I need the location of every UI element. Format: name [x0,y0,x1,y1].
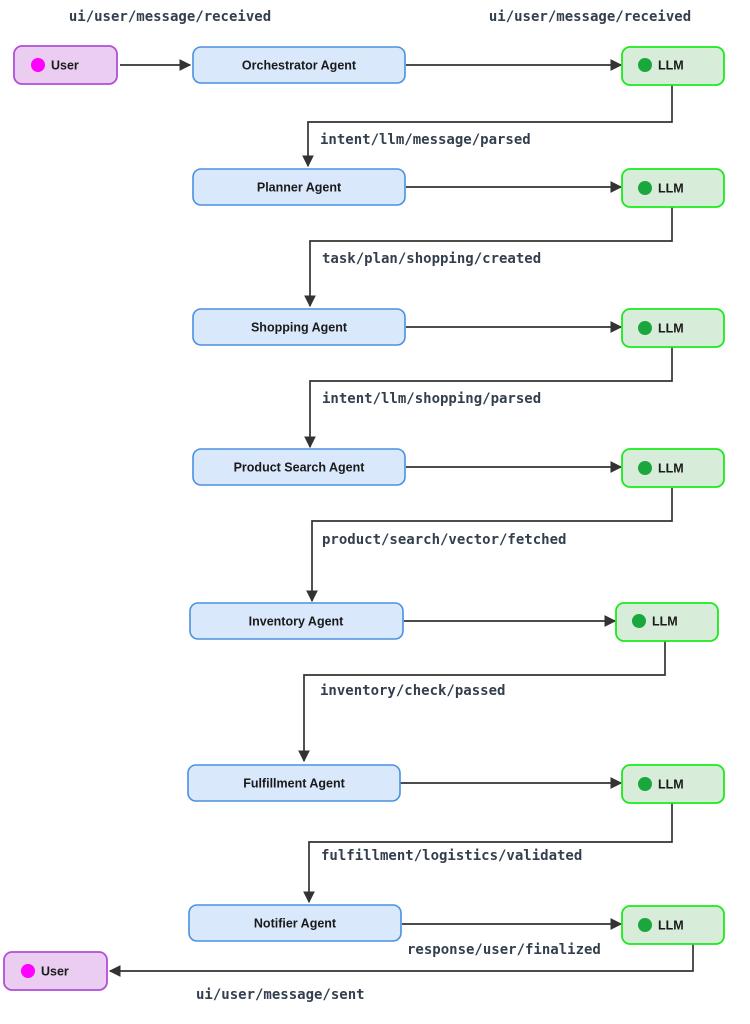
node-llm-3-label: LLM [658,321,684,335]
label-ui-user-message-received-right: ui/user/message/received [489,9,691,25]
node-llm-4-box[interactable] [621,448,725,488]
node-product-search-agent[interactable]: Product Search Agent [192,448,406,486]
node-user-bottom-box[interactable] [3,951,108,991]
node-shopping-agent-box[interactable] [192,308,406,346]
llm-dot-icon [638,58,652,72]
node-llm-6-label: LLM [658,777,684,791]
node-llm-2[interactable]: LLM [621,168,725,208]
node-llm-4[interactable]: LLM [621,448,725,488]
node-user-top[interactable]: User [13,45,118,85]
edge-llm7-to-user-bottom [108,944,694,977]
node-orchestrator-agent-box[interactable] [192,46,406,84]
node-llm-2-box[interactable] [621,168,725,208]
node-fulfillment-agent[interactable]: Fulfillment Agent [187,764,401,802]
node-shopping-agent-label: Shopping Agent [251,320,348,334]
node-user-top-box[interactable] [13,45,118,85]
node-llm-5-box[interactable] [615,602,719,642]
edge-llm4-to-inventory [306,488,673,603]
edge-llm5-to-fulfillment [298,641,666,763]
edge-label-intent-llm-shopping-parsed: intent/llm/shopping/parsed [322,391,541,407]
node-inventory-agent-label: Inventory Agent [249,614,345,628]
node-inventory-agent[interactable]: Inventory Agent [189,602,404,640]
edge-label-task-plan-shopping-created: task/plan/shopping/created [322,251,541,267]
node-fulfillment-agent-box[interactable] [187,764,401,802]
llm-dot-icon [638,918,652,932]
llm-dot-icon [638,181,652,195]
node-notifier-agent-label: Notifier Agent [254,916,337,930]
llm-dot-icon [638,321,652,335]
node-fulfillment-agent-label: Fulfillment Agent [243,776,345,790]
node-notifier-agent-box[interactable] [188,904,402,942]
node-shopping-agent[interactable]: Shopping Agent [192,308,406,346]
node-llm-5-label: LLM [652,614,678,628]
node-llm-3[interactable]: LLM [621,308,725,348]
edge-label-fulfillment-logistics-validated: fulfillment/logistics/validated [321,848,582,864]
edge-llm2-to-shopping [304,207,673,308]
edge-label-inventory-check-passed: inventory/check/passed [320,683,505,699]
llm-dot-icon [632,614,646,628]
node-llm-1-label: LLM [658,58,684,72]
node-orchestrator-agent-label: Orchestrator Agent [242,58,357,72]
user-dot-icon [21,964,35,978]
node-llm-7-label: LLM [658,918,684,932]
node-planner-agent[interactable]: Planner Agent [192,168,406,206]
node-llm-7[interactable]: LLM [621,905,725,945]
node-llm-3-box[interactable] [621,308,725,348]
node-product-search-agent-box[interactable] [192,448,406,486]
edge-label-intent-llm-message-parsed: intent/llm/message/parsed [320,132,531,148]
edge-label-response-user-finalized: response/user/finalized [407,942,601,958]
edge-llm1-to-planner [302,85,673,168]
node-planner-agent-label: Planner Agent [257,180,342,194]
node-llm-1[interactable]: LLM [621,46,725,86]
node-product-search-agent-label: Product Search Agent [234,460,366,474]
node-llm-1-box[interactable] [621,46,725,86]
node-orchestrator-agent[interactable]: Orchestrator Agent [192,46,406,84]
node-user-top-label: User [51,58,79,72]
node-planner-agent-box[interactable] [192,168,406,206]
node-notifier-agent[interactable]: Notifier Agent [188,904,402,942]
node-llm-2-label: LLM [658,181,684,195]
llm-dot-icon [638,777,652,791]
node-user-bottom[interactable]: User [3,951,108,991]
user-dot-icon [31,58,45,72]
edge-llm6-to-notifier [303,803,673,904]
node-llm-7-box[interactable] [621,905,725,945]
node-user-bottom-label: User [41,964,69,978]
node-llm-4-label: LLM [658,461,684,475]
edge-label-ui-user-message-sent: ui/user/message/sent [196,987,365,1003]
edge-llm3-to-product-search [304,347,673,449]
node-llm-6-box[interactable] [621,764,725,804]
edge-label-product-search-vector-fetched: product/search/vector/fetched [322,532,566,548]
node-llm-5[interactable]: LLM [615,602,719,642]
node-llm-6[interactable]: LLM [621,764,725,804]
llm-dot-icon [638,461,652,475]
label-ui-user-message-received-left: ui/user/message/received [69,9,271,25]
node-inventory-agent-box[interactable] [189,602,404,640]
